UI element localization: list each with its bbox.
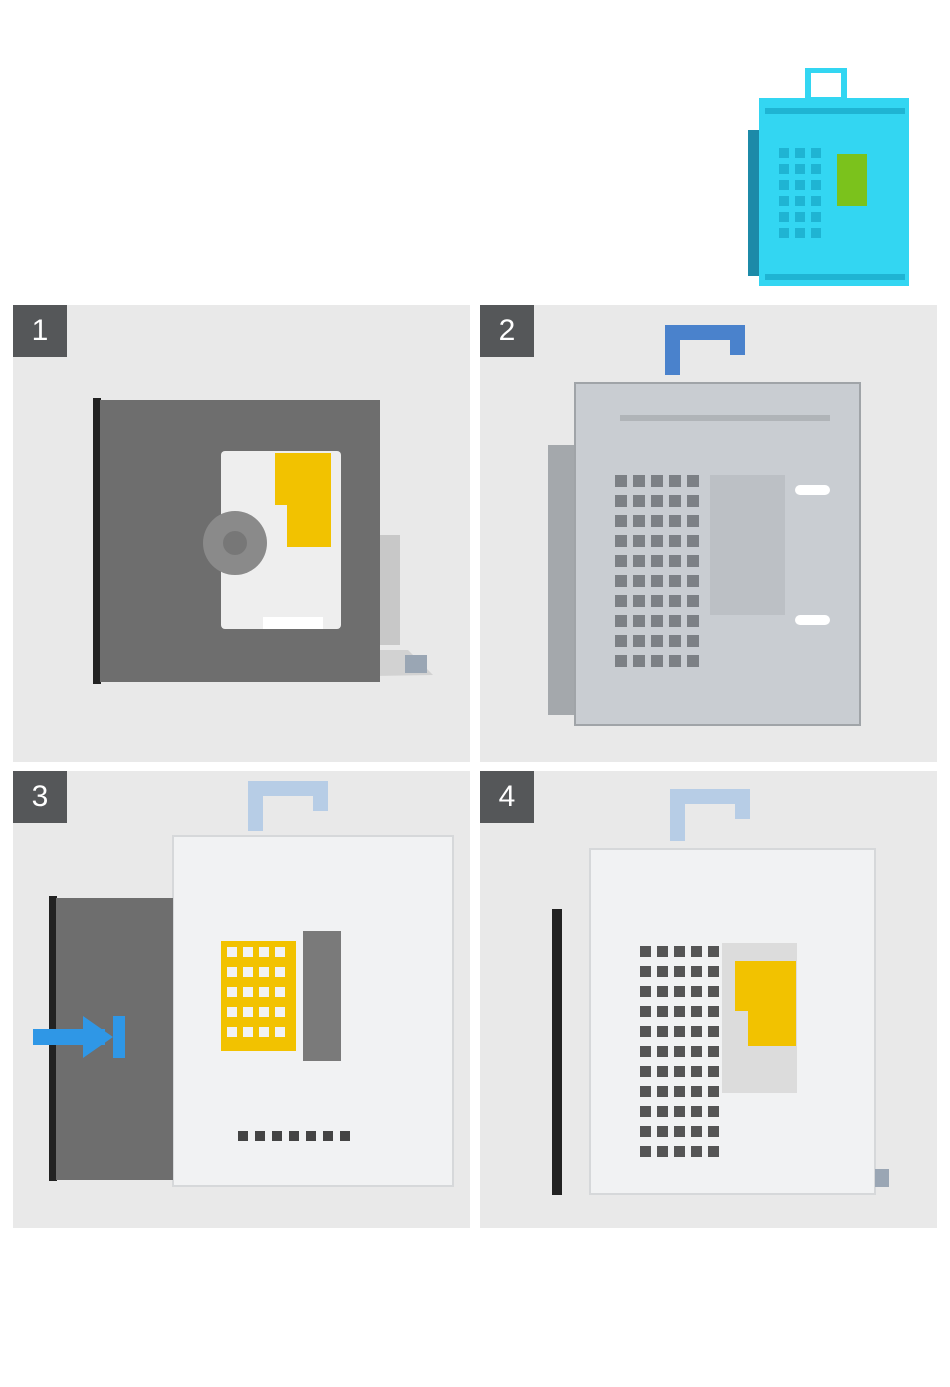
cage-recess <box>710 475 785 615</box>
step-4-panel: 4 <box>480 771 937 1228</box>
step-1-panel: 1 <box>13 305 470 762</box>
step-1-illustration <box>13 305 470 762</box>
step-4-illustration <box>480 771 937 1228</box>
thumbnail-cage <box>759 98 909 286</box>
drive-edge-through-cage <box>303 931 341 1061</box>
cage-release-handle <box>665 325 745 375</box>
thumbnail-handle <box>808 70 844 100</box>
drive-bezel <box>552 909 562 1195</box>
thumbnail-label <box>837 154 867 206</box>
thumbnail-illustration <box>745 68 913 290</box>
step-2-panel: 2 <box>480 305 937 762</box>
step-3-illustration <box>13 771 470 1228</box>
drive-label-through-grid <box>221 941 296 1051</box>
drive-bracket <box>380 535 400 645</box>
step-2-illustration <box>480 305 937 762</box>
thumbnail-drive-cage <box>745 68 913 290</box>
cage-side-rail <box>548 445 578 715</box>
drive-serial-sticker <box>263 617 323 629</box>
step-3-panel: 3 <box>13 771 470 1228</box>
cage-release-handle-faded <box>248 781 328 831</box>
drive-screw-tab <box>875 1169 889 1187</box>
cage-release-handle-faded <box>670 789 750 841</box>
drive-screw-tab <box>405 655 427 673</box>
drive-bezel <box>93 398 101 684</box>
